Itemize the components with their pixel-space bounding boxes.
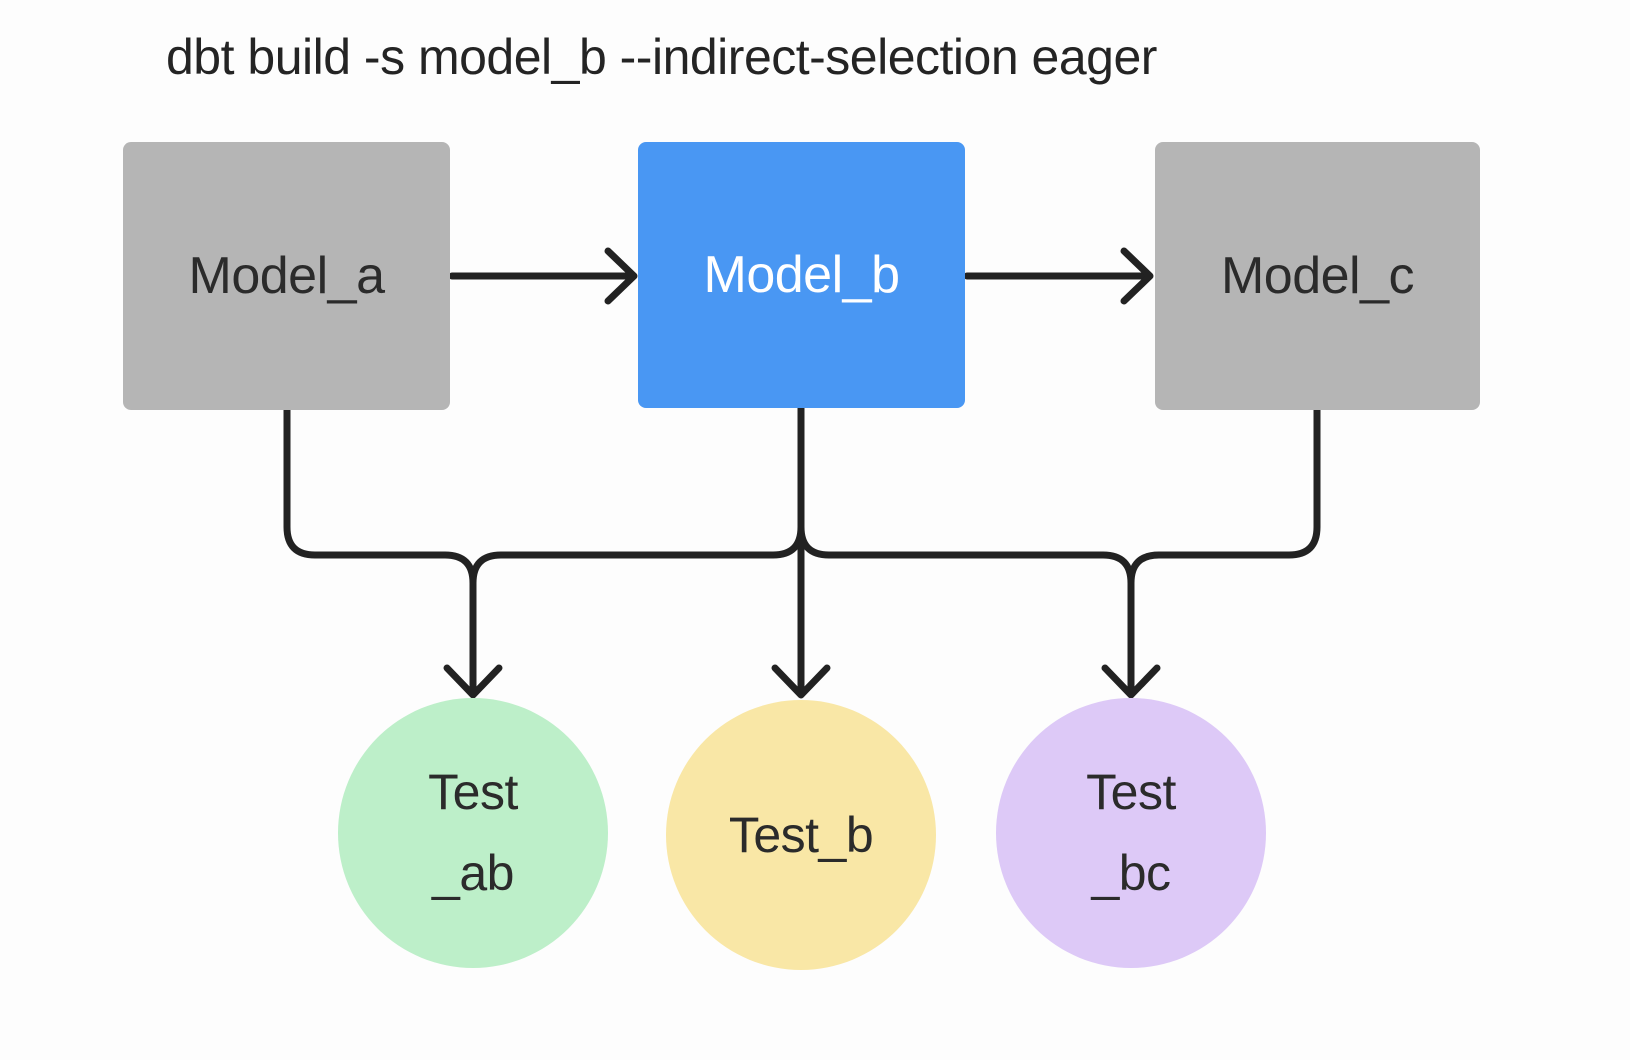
node-model-c: Model_c: [1155, 142, 1480, 410]
arrowhead-test-b-icon: [771, 664, 831, 699]
edge-group: [283, 247, 1321, 699]
node-model-a: Model_a: [123, 142, 450, 410]
node-label-test-ab-line1: Test: [428, 764, 518, 820]
node-label-model-b: Model_b: [703, 246, 900, 304]
node-test-ab: Test _ab: [338, 698, 608, 968]
arrowhead-model-c-icon: [1120, 247, 1154, 305]
node-label-test-bc-line1: Test: [1086, 764, 1176, 820]
edge-model-a-to-test-ab: [283, 406, 477, 697]
edge-model-b-to-test-bc: [797, 404, 1135, 697]
node-label-model-a: Model_a: [188, 247, 385, 305]
arrowhead-test-bc-icon: [1101, 664, 1161, 699]
node-label-test-bc-line2: _bc: [1091, 845, 1171, 901]
edge-model-c-to-test-bc: [1127, 406, 1321, 697]
node-test-b: Test_b: [666, 700, 936, 970]
node-label-test-b-line1: Test_b: [728, 806, 874, 863]
node-test-bc: Test _bc: [996, 698, 1266, 968]
edge-model-b-to-test-ab: [469, 404, 805, 697]
arrowhead-test-ab-icon: [443, 664, 503, 699]
node-label-model-c: Model_c: [1220, 247, 1415, 305]
diagram-title: dbt build -s model_b --indirect-selectio…: [166, 29, 1157, 85]
arrowhead-model-b-icon: [604, 247, 638, 305]
node-model-b: Model_b: [638, 142, 965, 408]
node-label-test-ab-line2: _ab: [432, 845, 514, 901]
